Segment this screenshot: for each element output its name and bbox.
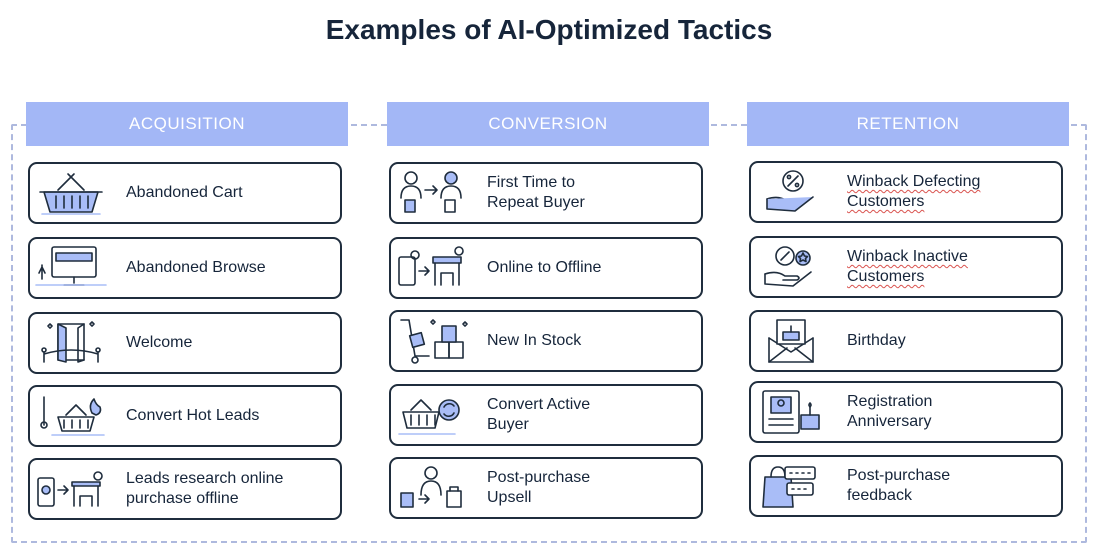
card-convert-active-buyer[interactable]: Convert Active Buyer xyxy=(389,384,703,446)
hot-basket-icon xyxy=(30,387,112,445)
card-label: Post-purchase Upsell xyxy=(487,469,591,506)
card-birthday[interactable]: Birthday xyxy=(749,310,1063,372)
winback-word: Winback Inactive Customers xyxy=(847,248,968,285)
computer-monitor-icon xyxy=(30,239,112,297)
card-post-purchase-upsell[interactable]: Post-purchase Upsell xyxy=(389,457,703,519)
card-leads-research-online[interactable]: Leads research online purchase offline xyxy=(28,458,342,520)
feedback-bag-icon xyxy=(751,457,833,515)
online-offline-icon xyxy=(391,239,473,297)
phone-to-store-icon xyxy=(30,460,112,518)
active-basket-icon xyxy=(391,386,473,444)
card-label: Online to Offline xyxy=(487,259,602,276)
card-new-in-stock[interactable]: New In Stock xyxy=(389,310,703,372)
card-label: Leads research online purchase offline xyxy=(126,470,284,507)
shopping-basket-icon xyxy=(30,164,112,222)
column-conversion: CONVERSION First Time to Repeat Buyer xyxy=(387,102,709,519)
column-header-conversion: CONVERSION xyxy=(387,102,709,146)
card-registration-anniversary[interactable]: Registration Anniversary xyxy=(749,381,1063,443)
card-winback-defecting[interactable]: Winback Defecting Customers xyxy=(749,161,1063,223)
repeat-buyer-icon xyxy=(391,164,473,222)
card-label: Convert Hot Leads xyxy=(126,407,260,424)
birthday-envelope-icon xyxy=(751,312,833,370)
card-label: Convert Active Buyer xyxy=(487,396,591,433)
column-header-retention: RETENTION xyxy=(747,102,1069,146)
card-label: Winback Inactive Customers xyxy=(833,247,968,287)
card-label: Registration Anniversary xyxy=(847,393,933,430)
card-abandoned-browse[interactable]: Abandoned Browse xyxy=(28,237,342,299)
card-label: Welcome xyxy=(126,334,193,351)
discount-hand-icon xyxy=(751,163,833,221)
column-acquisition: ACQUISITION Abandoned Cart Abandoned Bro… xyxy=(26,102,348,520)
winback-word: Winback Defecting Customers xyxy=(847,173,981,210)
card-online-to-offline[interactable]: Online to Offline xyxy=(389,237,703,299)
card-label: New In Stock xyxy=(487,332,582,349)
card-label: Abandoned Cart xyxy=(126,184,243,201)
card-welcome[interactable]: Welcome xyxy=(28,312,342,374)
hand-truck-boxes-icon xyxy=(391,312,473,370)
card-label: Birthday xyxy=(847,332,906,349)
card-winback-inactive[interactable]: Winback Inactive Customers xyxy=(749,236,1063,298)
card-abandoned-cart[interactable]: Abandoned Cart xyxy=(28,162,342,224)
card-label: First Time to Repeat Buyer xyxy=(487,174,585,211)
upsell-person-icon xyxy=(391,459,473,517)
column-retention: RETENTION Winback Defecting Customers xyxy=(747,102,1069,517)
card-label: Abandoned Browse xyxy=(126,259,266,276)
card-first-time-repeat-buyer[interactable]: First Time to Repeat Buyer xyxy=(389,162,703,224)
page-title: Examples of AI-Optimized Tactics xyxy=(325,14,773,45)
card-post-purchase-feedback[interactable]: Post-purchase feedback xyxy=(749,455,1063,517)
registration-cake-icon xyxy=(751,383,833,441)
column-header-acquisition: ACQUISITION xyxy=(26,102,348,146)
card-label: Winback Defecting Customers xyxy=(833,172,980,212)
card-label: Post-purchase feedback xyxy=(847,467,951,504)
card-convert-hot-leads[interactable]: Convert Hot Leads xyxy=(28,385,342,447)
welcome-door-icon xyxy=(30,314,112,372)
discount-star-hand-icon xyxy=(751,238,833,296)
